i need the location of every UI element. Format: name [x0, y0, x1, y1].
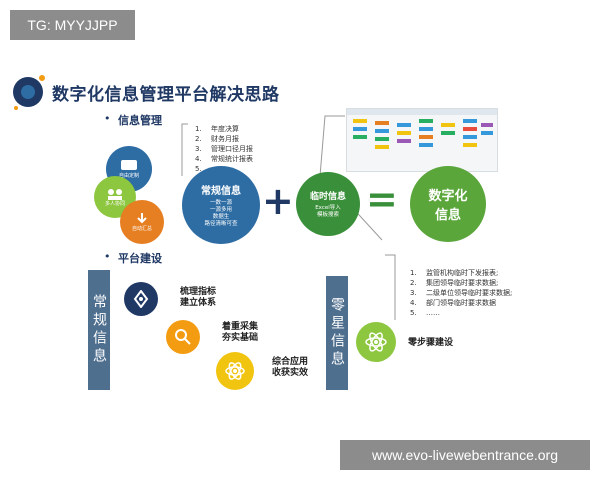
side-icon-label: 多人协同: [104, 200, 125, 207]
list-item: 5.……: [410, 309, 440, 317]
page-title: 数字化信息管理平台解决思路: [52, 85, 280, 105]
list-item: 3.管理口径月报: [195, 145, 253, 153]
side-icon-label: 自动汇总: [131, 225, 152, 232]
digital-info-circle: 数字化 信息: [410, 166, 486, 242]
section-info-mgmt: 信息管理: [118, 114, 162, 127]
list-item: 1.监管机构临时下发报表;: [410, 269, 499, 277]
step-3-label: 综合应用收获实效: [272, 357, 309, 378]
regular-info-circle: 常规信息 一数一源 一源多用 数据生 路径清晰可查: [182, 166, 260, 244]
software-screenshot: [346, 108, 498, 172]
list-item: 3.二级单位领导临时要求数据;: [410, 289, 513, 297]
atom-icon: [356, 322, 396, 362]
plus-sign: +: [262, 179, 294, 223]
temp-info-circle: 临时信息 Excel导入 模板搜索: [296, 172, 360, 236]
list-item: 4.部门领导临时要求数据: [410, 299, 496, 307]
auto-summary-icon: 自动汇总: [120, 200, 164, 244]
tg-badge: TG: MYYJJPP: [10, 10, 135, 40]
url-watermark: www.evo-livewebentrance.org: [340, 440, 590, 470]
temp-info-lines: Excel导入 模板搜索: [315, 205, 341, 218]
regular-info-title: 常规信息: [201, 186, 241, 197]
side-icon-label: 自由定制: [118, 172, 139, 179]
digital-info-title-2: 信息: [434, 208, 461, 223]
equals-sign: =: [366, 177, 398, 221]
list-item: 4.常规统计报表: [195, 155, 253, 163]
digital-info-title: 数字化: [428, 189, 468, 204]
temp-request-list: 1.监管机构临时下发报表; 2.集团领导临时要求数据; 3.二级单位领导临时要求…: [410, 268, 512, 318]
title-logo-icon: [13, 75, 45, 110]
section-bullet: •: [104, 112, 111, 125]
pen-icon: [124, 282, 158, 316]
list-item: 1.年度决算: [195, 125, 239, 133]
step-1-label: 梳理指标建立体系: [180, 287, 217, 308]
section-platform: 平台建设: [118, 252, 162, 265]
scattered-info-bar: 零星信息: [326, 276, 348, 390]
atom-icon: [216, 352, 254, 390]
regular-info-lines: 一数一源 一源多用 数据生 路径清晰可查: [204, 200, 238, 227]
magnifier-icon: [166, 320, 200, 354]
list-item: 2.财务月报: [195, 135, 239, 143]
step-2-label: 着重采集夯实基础: [222, 322, 259, 343]
temp-info-title: 临时信息: [309, 192, 346, 202]
section-bullet: •: [104, 250, 111, 263]
regular-info-bar: 常规信息: [88, 270, 110, 390]
zero-step-label: 零步骤建设: [408, 338, 454, 348]
list-item: 2.集团领导临时要求数据;: [410, 279, 499, 287]
